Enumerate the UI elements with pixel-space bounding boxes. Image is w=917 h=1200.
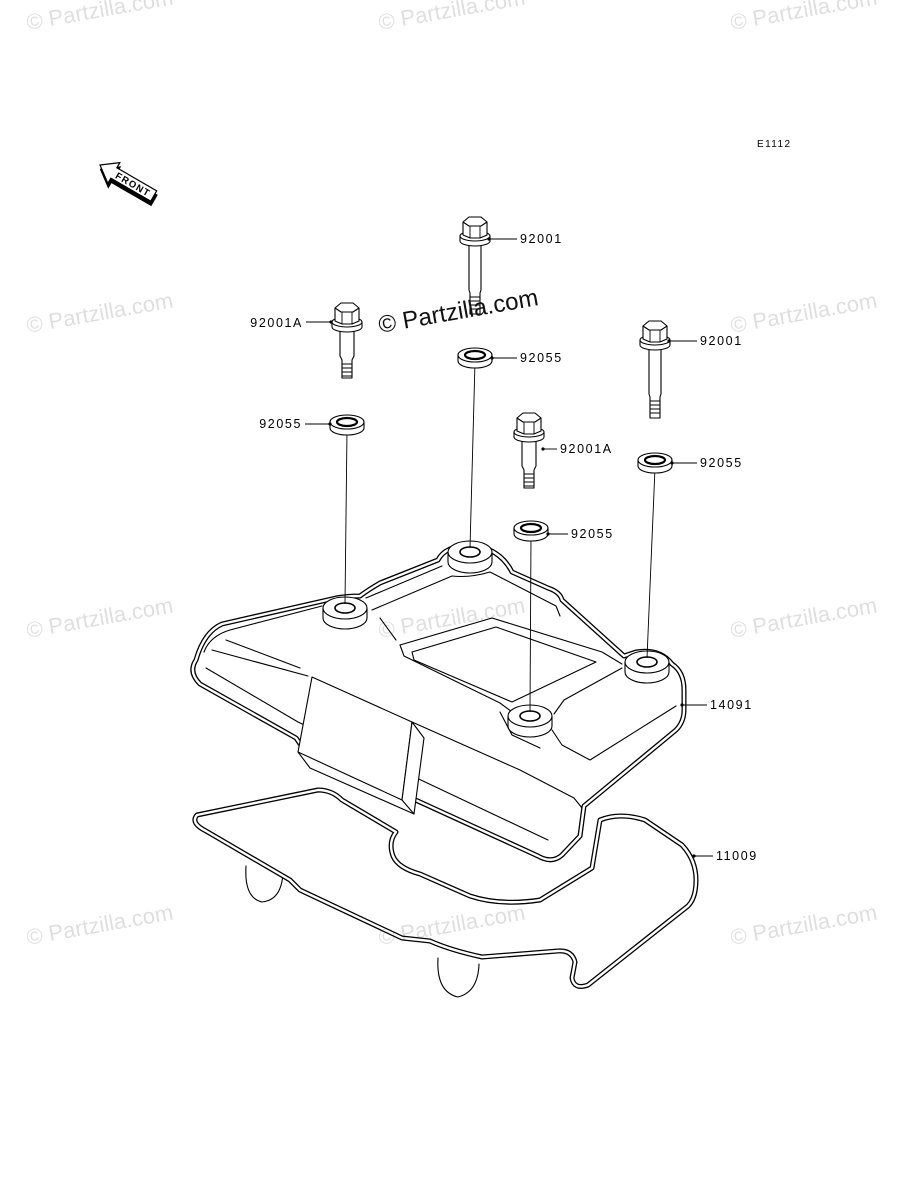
watermark: © Partzilla.com: [729, 288, 879, 338]
washer-top: [456, 346, 494, 370]
bolt-left: [331, 302, 363, 379]
callout-washer-right: 92055: [700, 456, 743, 470]
leader-lines: [305, 237, 713, 858]
callout-bolt-top: 92001: [520, 232, 563, 246]
front-arrow-icon: FRONT: [99, 161, 158, 207]
callout-washer-top: 92055: [520, 351, 563, 365]
watermark: © Partzilla.com: [25, 288, 175, 338]
watermark: © Partzilla.com: [25, 593, 175, 643]
watermark: © Partzilla.com: [25, 0, 175, 35]
watermark: © Partzilla.com: [377, 0, 527, 35]
bolt-right: [639, 320, 671, 419]
alignment-lines: [344, 361, 656, 713]
washer-middle: [512, 519, 550, 543]
callout-gasket: 11009: [716, 849, 758, 863]
bolt-middle: [513, 412, 545, 489]
callout-bolt-middle: 92001A: [560, 442, 613, 456]
washer-left: [328, 413, 366, 437]
callout-washer-middle: 92055: [571, 527, 614, 541]
gasket: [192, 787, 699, 998]
callout-washer-left: 92055: [259, 417, 302, 431]
washer-right: [636, 451, 674, 475]
head-cover: [190, 540, 687, 863]
watermark: © Partzilla.com: [729, 900, 879, 950]
watermark-center: © Partzilla.com: [376, 284, 540, 339]
watermark: © Partzilla.com: [729, 0, 879, 35]
watermark: © Partzilla.com: [729, 593, 879, 643]
callout-head-cover: 14091: [710, 698, 753, 712]
watermark: © Partzilla.com: [25, 900, 175, 950]
diagram-code: E1112: [757, 139, 791, 150]
callout-bolt-left: 92001A: [250, 316, 303, 330]
callout-bolt-right: 92001: [700, 334, 743, 348]
